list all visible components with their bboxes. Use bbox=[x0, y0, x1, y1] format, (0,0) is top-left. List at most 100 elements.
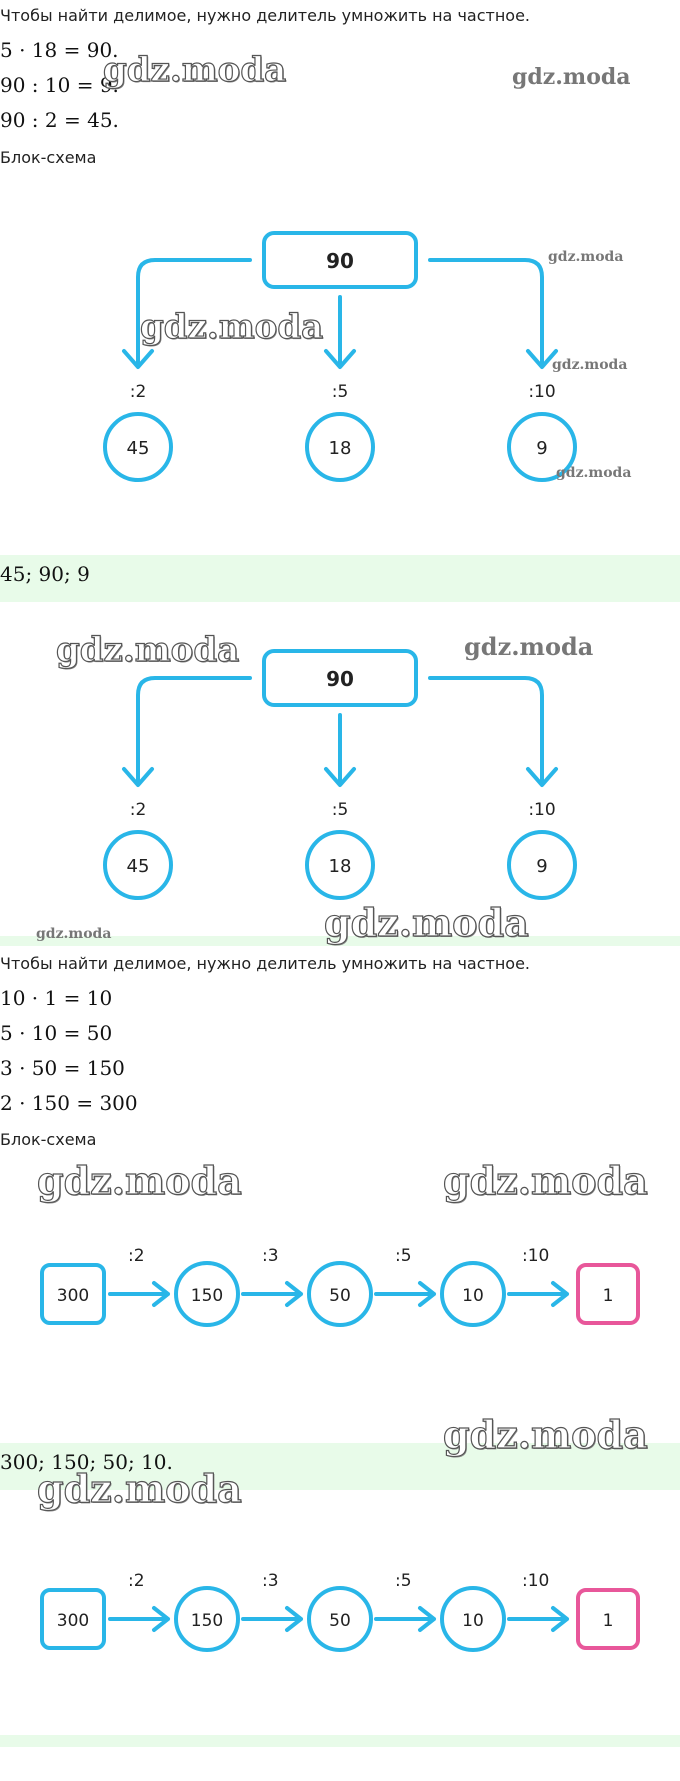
chain-arrow-3 bbox=[374, 1281, 436, 1307]
answer-band-2 bbox=[0, 1443, 680, 1490]
chain2-node-2: 150 bbox=[191, 1611, 223, 1631]
division-chain-diagram-2: 300 150 50 10 1 :2 :3 :5 :10 bbox=[40, 1571, 640, 1652]
watermark: gdz.moda bbox=[442, 1157, 648, 1203]
tree2-result-circle-2 bbox=[305, 830, 375, 900]
right-arrow-line bbox=[428, 258, 544, 367]
tree-op-2: :5 bbox=[332, 382, 349, 402]
scheme-label-1: Блок-схема bbox=[0, 148, 97, 167]
watermark: gdz.moda bbox=[552, 357, 628, 373]
chain2-arrow-1 bbox=[108, 1606, 170, 1632]
tree2-result-circle-1 bbox=[103, 830, 173, 900]
chain-box-final bbox=[576, 1263, 640, 1325]
chain-arrow-4 bbox=[507, 1281, 569, 1307]
chain-arrow-2 bbox=[241, 1281, 303, 1307]
chain-circle-3 bbox=[440, 1261, 506, 1327]
tree2-result-circle-3 bbox=[507, 830, 577, 900]
chain2-node-1: 300 bbox=[57, 1611, 89, 1631]
watermark: gdz.moda bbox=[102, 49, 287, 90]
chain-op-3: :5 bbox=[395, 1246, 412, 1266]
watermark: gdz.moda bbox=[556, 465, 632, 481]
watermark: gdz.moda bbox=[512, 64, 631, 90]
equation-3: 90 : 2 = 45. bbox=[0, 108, 119, 132]
tree-root-box bbox=[262, 231, 418, 289]
chain2-node-5: 1 bbox=[603, 1611, 614, 1631]
tree2-right-arrow-head bbox=[526, 767, 558, 787]
tree-result-circle-2 bbox=[305, 412, 375, 482]
right-arrow-head bbox=[526, 349, 558, 369]
tree-root-value: 90 bbox=[326, 249, 354, 273]
scheme-label-2: Блок-схема bbox=[0, 1130, 97, 1149]
divider-band bbox=[0, 936, 680, 946]
chain2-box-start bbox=[40, 1588, 106, 1650]
tree2-result-3: 9 bbox=[536, 856, 547, 877]
tree2-left-arrow-line bbox=[136, 676, 252, 785]
chain2-op-1: :2 bbox=[128, 1571, 145, 1591]
answer-1: 45; 90; 9 bbox=[0, 562, 90, 586]
tree2-op-1: :2 bbox=[130, 800, 147, 820]
tree-result-2: 18 bbox=[329, 438, 352, 459]
tree-result-3: 9 bbox=[536, 438, 547, 459]
left-arrow-line bbox=[136, 258, 252, 367]
division-chain-diagram-1: 300 150 50 10 1 :2 :3 :5 :10 bbox=[40, 1246, 640, 1327]
chain-circle-2 bbox=[307, 1261, 373, 1327]
equation-4: 10 · 1 = 10 bbox=[0, 986, 113, 1010]
bottom-band bbox=[0, 1735, 680, 1747]
watermark: gdz.moda bbox=[548, 249, 624, 265]
chain2-circle-2 bbox=[307, 1586, 373, 1652]
middle-arrow-head bbox=[324, 349, 356, 369]
chain-box-start bbox=[40, 1263, 106, 1325]
division-tree-diagram-1: 90 :2 :5 :10 45 18 9 bbox=[103, 231, 577, 482]
equation-5: 5 · 10 = 50 bbox=[0, 1021, 113, 1045]
watermark: gdz.moda bbox=[36, 926, 112, 942]
tree-result-circle-3 bbox=[507, 412, 577, 482]
chain2-node-4: 10 bbox=[462, 1611, 484, 1631]
chain2-arrow-3 bbox=[374, 1606, 436, 1632]
chain2-op-4: :10 bbox=[522, 1571, 549, 1591]
chain2-arrow-4 bbox=[507, 1606, 569, 1632]
tree-op-3: :10 bbox=[528, 382, 555, 402]
chain-node-3: 50 bbox=[329, 1286, 351, 1306]
division-tree-diagram-2: 90 :2 :5 :10 45 18 9 bbox=[103, 649, 577, 900]
equation-6: 3 · 50 = 150 bbox=[0, 1056, 125, 1080]
tree2-result-1: 45 bbox=[127, 856, 150, 877]
left-arrow-head bbox=[122, 349, 154, 369]
chain-op-2: :3 bbox=[262, 1246, 279, 1266]
equation-1: 5 · 18 = 90. bbox=[0, 38, 119, 62]
tree2-op-3: :10 bbox=[528, 800, 555, 820]
chain2-node-3: 50 bbox=[329, 1611, 351, 1631]
watermark: gdz.moda bbox=[323, 899, 529, 945]
chain-circle-1 bbox=[174, 1261, 240, 1327]
chain2-circle-1 bbox=[174, 1586, 240, 1652]
tree2-root-value: 90 bbox=[326, 667, 354, 691]
tree2-result-2: 18 bbox=[329, 856, 352, 877]
tree2-right-arrow-line bbox=[428, 676, 544, 785]
chain-arrow-1 bbox=[108, 1281, 170, 1307]
chain2-op-2: :3 bbox=[262, 1571, 279, 1591]
chain-op-1: :2 bbox=[128, 1246, 145, 1266]
watermark: gdz.moda bbox=[442, 1411, 648, 1457]
chain2-box-final bbox=[576, 1588, 640, 1650]
answer-2: 300; 150; 50; 10. bbox=[0, 1450, 173, 1474]
tree2-middle-arrow-head bbox=[324, 767, 356, 787]
watermark: gdz.moda bbox=[139, 306, 324, 347]
watermark: gdz.moda bbox=[36, 1157, 242, 1203]
chain2-op-3: :5 bbox=[395, 1571, 412, 1591]
rule-text-2: Чтобы найти делимое, нужно делитель умно… bbox=[0, 954, 530, 973]
chain-op-4: :10 bbox=[522, 1246, 549, 1266]
tree2-left-arrow-head bbox=[122, 767, 154, 787]
answer-band-1 bbox=[0, 555, 680, 602]
chain2-arrow-2 bbox=[241, 1606, 303, 1632]
watermark: gdz.moda bbox=[55, 629, 240, 670]
tree2-root-box bbox=[262, 649, 418, 707]
chain-node-2: 150 bbox=[191, 1286, 223, 1306]
equation-2: 90 : 10 = 9. bbox=[0, 73, 119, 97]
tree-result-circle-1 bbox=[103, 412, 173, 482]
watermark: gdz.moda bbox=[36, 1465, 242, 1511]
watermark: gdz.moda bbox=[464, 632, 594, 661]
chain-node-5: 1 bbox=[603, 1286, 614, 1306]
tree-result-1: 45 bbox=[127, 438, 150, 459]
tree-op-1: :2 bbox=[130, 382, 147, 402]
equation-7: 2 · 150 = 300 bbox=[0, 1091, 138, 1115]
rule-text-1: Чтобы найти делимое, нужно делитель умно… bbox=[0, 6, 530, 25]
tree2-op-2: :5 bbox=[332, 800, 349, 820]
